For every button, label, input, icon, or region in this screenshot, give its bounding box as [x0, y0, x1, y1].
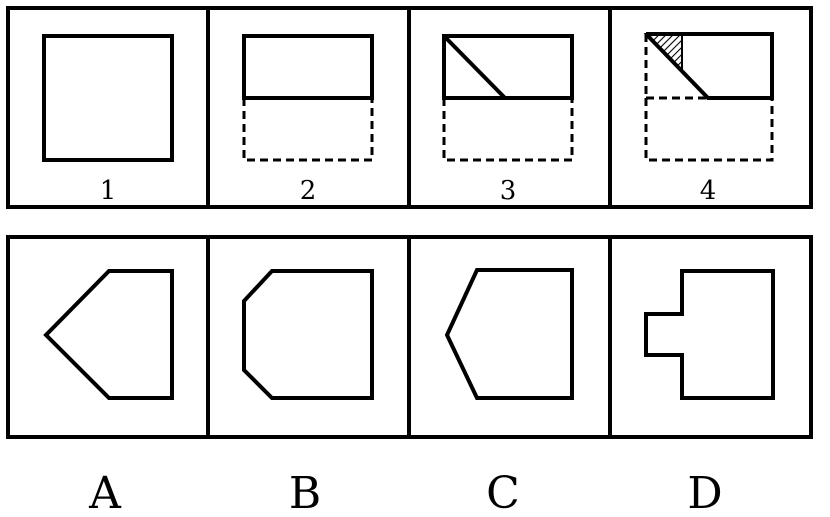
option-b-label: B [289, 468, 321, 517]
step-4-panel: 4 [643, 32, 774, 206]
option-c-shape[interactable] [444, 268, 574, 400]
diagonal-fold-line [442, 34, 507, 100]
step-3-panel: 3 [442, 34, 574, 206]
option-c-panel[interactable]: C [444, 268, 574, 517]
option-b-panel[interactable]: B [242, 269, 374, 517]
option-c-label: C [486, 468, 520, 517]
fold-dashed-outline [242, 98, 374, 162]
options-strip: A B C D [6, 235, 813, 517]
step-number: 2 [300, 176, 317, 206]
option-d-label: D [687, 468, 722, 517]
folding-steps-strip: 1 2 3 4 [6, 6, 813, 209]
step-number: 1 [100, 176, 117, 206]
option-b-shape[interactable] [242, 269, 374, 400]
step-1-panel: 1 [42, 34, 174, 206]
step-number: 4 [700, 176, 717, 206]
option-a-label: A [88, 468, 122, 517]
step-number: 3 [500, 176, 517, 206]
paper-square [42, 34, 174, 162]
option-a-panel[interactable]: A [43, 269, 174, 517]
folded-half [242, 34, 374, 100]
option-d-shape[interactable] [644, 269, 775, 400]
fold-dashed-outline [644, 98, 774, 162]
folded-half [442, 34, 574, 100]
fold-dashed-outline [442, 98, 574, 162]
step-2-panel: 2 [242, 34, 374, 206]
option-d-panel[interactable]: D [644, 269, 775, 517]
option-a-shape[interactable] [43, 269, 174, 400]
